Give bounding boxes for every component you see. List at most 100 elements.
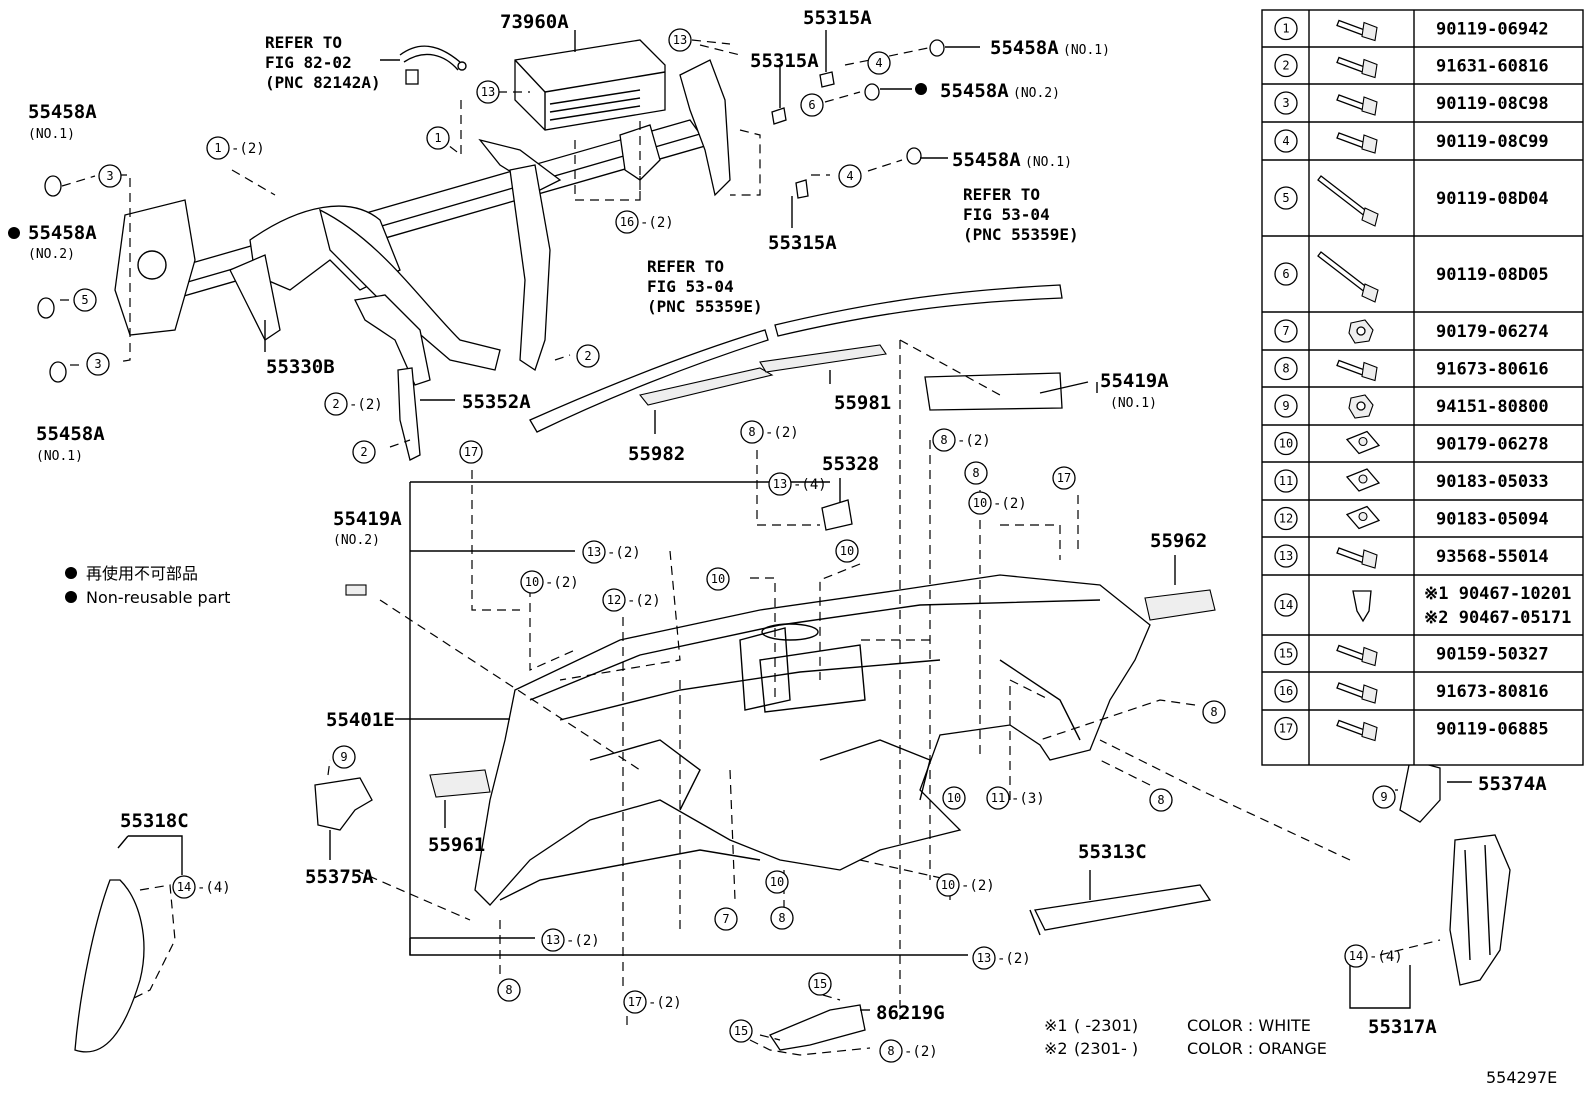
row-number: 11 <box>1279 474 1293 488</box>
callout-quantity: -(3) <box>1011 791 1045 807</box>
row-number-circle-icon <box>1274 319 1298 343</box>
fastener-drawings <box>37 39 945 383</box>
callout-circle-icon <box>838 164 862 188</box>
row-part-number: 90119-08D05 <box>1436 265 1549 285</box>
callout-quantity: -(2) <box>957 433 991 449</box>
non-reusable-dot-icon <box>915 83 927 95</box>
callout-number: 6 <box>808 98 815 112</box>
callout-10: 10-(2) <box>936 873 995 897</box>
refer-note-line: (PNC 82142A) <box>265 73 381 92</box>
bolt-icon <box>1336 719 1378 742</box>
row-number: 13 <box>1279 549 1293 563</box>
row-part-number: 91673-80816 <box>1436 682 1549 702</box>
callout-circle-icon <box>714 907 738 931</box>
row-number: 9 <box>1282 399 1289 413</box>
row-part-number: 90119-08C99 <box>1436 132 1549 152</box>
part-number-label: 55458A <box>940 80 1009 102</box>
refer-note-line: FIG 53-04 <box>647 277 734 296</box>
callout-quantity: -(2) <box>997 951 1031 967</box>
row-number: 4 <box>1282 134 1289 148</box>
callout-circle-icon <box>1344 944 1368 968</box>
row-part-number: 90119-06942 <box>1436 20 1549 40</box>
callout-circle-icon <box>582 540 606 564</box>
callout-8: 8 <box>964 461 988 485</box>
row-number: 16 <box>1279 684 1293 698</box>
row-number-circle-icon <box>1274 506 1298 531</box>
row-number-circle-icon <box>1274 394 1298 418</box>
part-number-label: 55315A <box>768 232 837 254</box>
callout-circle-icon <box>520 570 544 594</box>
callout-10: 10 <box>765 870 789 894</box>
callout-circle-icon <box>623 990 647 1014</box>
color-note-1-range: ( -2301) <box>1074 1016 1138 1035</box>
row-part-number: 90119-06885 <box>1436 720 1549 740</box>
part-number-label: 55458A <box>990 37 1059 59</box>
callout-number: 1 <box>214 141 221 155</box>
refer-note-line: REFER TO <box>963 185 1040 204</box>
callout-circle-icon <box>172 875 196 899</box>
callout-6: 6 <box>800 93 824 117</box>
row-number-circle-icon <box>1274 91 1298 115</box>
wire-harness-drawing <box>399 45 467 85</box>
row-part-number: 91631-60816 <box>1436 57 1549 77</box>
callout-circle-icon <box>426 126 450 150</box>
part-number-label: 55419A <box>1100 370 1169 392</box>
callout-circle-icon <box>86 352 110 376</box>
airbag-module-drawing <box>514 39 666 131</box>
clip-nut-icon <box>1345 430 1381 455</box>
callout-quantity: -(2) <box>765 425 799 441</box>
row-number: 14 <box>1279 598 1293 612</box>
part-number-sub-label: (NO.1) <box>1025 155 1072 170</box>
callout-1: 1 <box>426 126 450 150</box>
row-number: 10 <box>1279 437 1293 451</box>
callout-number: 10 <box>941 878 955 892</box>
callout-13: 13-(4) <box>768 472 827 496</box>
row-number-circle-icon <box>1274 679 1298 703</box>
callout-circle-icon <box>668 28 692 52</box>
callout-circle-icon <box>1052 466 1076 490</box>
callout-number: 8 <box>778 911 785 925</box>
callout-8: 8 <box>1149 788 1173 812</box>
part-number-label: (NO.2) <box>28 247 75 262</box>
callout-3: 3 <box>98 164 122 188</box>
callout-quantity: -(4) <box>197 880 231 896</box>
color-note-2-range: (2301- ) <box>1074 1039 1138 1058</box>
part-number-label: 73960A <box>500 11 569 33</box>
callout-4: 4 <box>867 51 891 75</box>
parts-table-row: 14※1 90467-10201※2 90467-05171 <box>1274 584 1571 628</box>
callout-number: 3 <box>106 169 113 183</box>
bolt-icon <box>1336 682 1378 704</box>
long-bolt-icon <box>1317 175 1379 227</box>
callout-4: 4 <box>838 164 862 188</box>
callout-1: 1-(2) <box>206 136 265 160</box>
clip-icon <box>1352 590 1372 623</box>
color-note-1-mark: ※1 <box>1044 1016 1068 1035</box>
legend-en-text: Non-reusable part <box>86 588 230 607</box>
refer-note-line: REFER TO <box>265 33 342 52</box>
callout-10: 10-(2) <box>520 570 579 594</box>
callout-circle-icon <box>98 164 122 188</box>
callout-number: 13 <box>673 33 687 47</box>
callout-number: 16 <box>620 215 634 229</box>
part-number-label: 55419A <box>333 508 402 530</box>
part-number-label: 55352A <box>462 391 531 413</box>
callout-quantity: -(2) <box>993 496 1027 512</box>
callout-number: 2 <box>360 445 367 459</box>
callout-17: 17 <box>1052 466 1076 490</box>
callout-circle-icon <box>497 978 521 1002</box>
callout-number: 13 <box>546 933 560 947</box>
callout-number: 2 <box>584 349 591 363</box>
part-number-label: 55375A <box>305 866 374 888</box>
nut-icon <box>1348 319 1374 344</box>
part-number-label: 55328 <box>822 453 879 475</box>
callout-quantity: -(2) <box>607 545 641 561</box>
